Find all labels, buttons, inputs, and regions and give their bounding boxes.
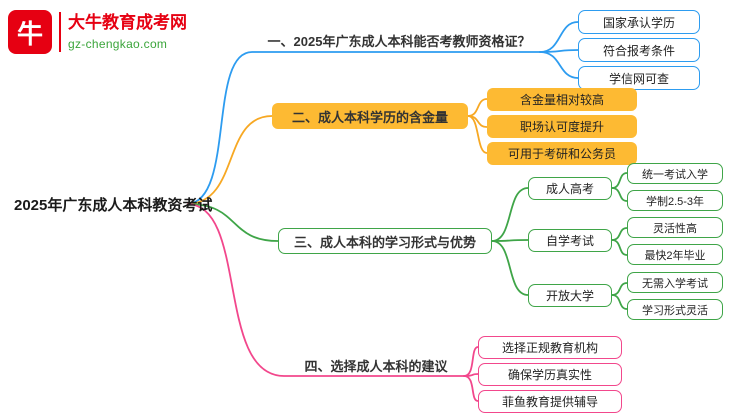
branch1-lines [187,21,579,205]
branch2-leaf-2: 职场认可度提升 [487,115,637,138]
branch1-topic: 一、2025年广东成人本科能否考教师资格证？ [267,33,531,49]
branch1-leaf-3: 学信网可查 [578,66,700,90]
logo-title: 大牛教育成考网 [68,12,187,32]
branch3-sub1-leaf-1: 统一考试入学 [627,163,723,184]
branch1-leaf-2: 符合报考条件 [578,38,700,62]
branch3-sub-1: 成人高考 [528,177,612,200]
branch2-leaf-3: 可用于考研和公务员 [487,142,637,165]
site-logo: 牛 大牛教育成考网 gz-chengkao.com [8,10,187,54]
logo-divider [59,12,61,52]
branch3-sub-2: 自学考试 [528,229,612,252]
branch3-sub1-leaf-2: 学制2.5-3年 [627,190,723,211]
root-node: 2025年广东成人本科教资考试 [14,197,213,214]
branch4-leaf-2: 确保学历真实性 [478,363,622,386]
branch3-sub3-leaf-2: 学习形式灵活 [627,299,723,320]
branch2-lines [187,98,488,205]
branch3-sub2-leaf-2: 最快2年毕业 [627,244,723,265]
logo-text: 大牛教育成考网 gz-chengkao.com [68,13,187,52]
branch3-sub3-leaf-1: 无需入学考试 [627,272,723,293]
branch3-sub-3: 开放大学 [528,284,612,307]
branch4-lines [187,203,479,402]
branch4-leaf-1: 选择正规教育机构 [478,336,622,359]
branch2-leaf-1: 含金量相对较高 [487,88,637,111]
branch3-topic: 三、成人本科的学习形式与优势 [278,228,492,254]
logo-url: gz-chengkao.com [68,36,168,51]
branch4-topic: 四、选择成人本科的建议 [304,359,448,374]
bull-icon: 牛 [8,10,52,54]
branch3-lines [187,172,628,310]
branch3-sub2-leaf-1: 灵活性高 [627,217,723,238]
branch1-leaf-1: 国家承认学历 [578,10,700,34]
branch2-topic: 二、成人本科学历的含金量 [272,103,468,129]
